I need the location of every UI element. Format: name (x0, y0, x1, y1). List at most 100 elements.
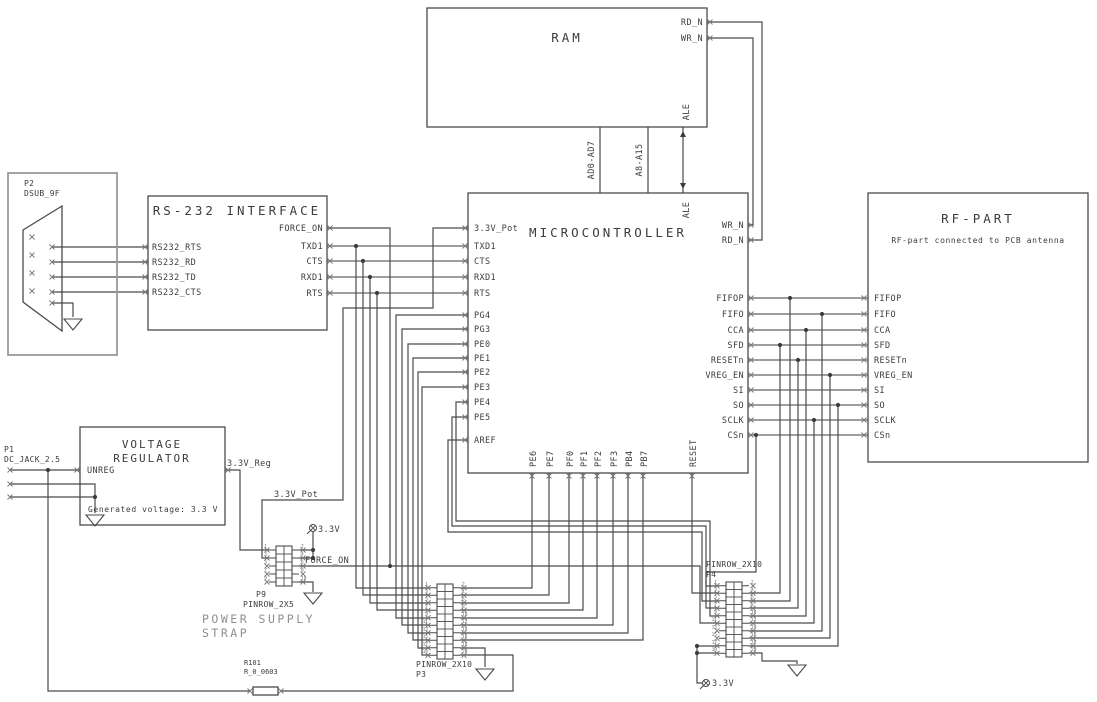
pin-x-mark (462, 243, 468, 249)
svg-text:11: 11 (712, 617, 718, 623)
pin-x-mark (462, 312, 468, 318)
pin-x-mark (748, 222, 754, 228)
rs232-pin-td-in: RS232_TD (152, 273, 196, 283)
power-flag-lead (699, 685, 704, 690)
ground-symbol (474, 668, 496, 681)
junction-dot (92, 494, 98, 500)
micro-pin-pe5: PE5 (474, 413, 491, 423)
pin-x-mark (610, 473, 616, 479)
wires (10, 21, 868, 692)
micro-pin-pf2: PF2 (594, 450, 604, 467)
pin-x-mark (748, 417, 754, 423)
micro-pin-pe4: PE4 (474, 398, 491, 408)
svg-text:7: 7 (714, 602, 717, 608)
wire-p1-pin2 (10, 483, 96, 497)
rf-pin-fifop: FIFOP (874, 294, 902, 304)
bus-label-ad0-ad7: AD0-AD7 (587, 141, 597, 180)
pin-x-mark (49, 300, 55, 306)
net-label-33v-pot: 3.3V_Pot (274, 490, 318, 500)
wire-sclk-p4 (749, 420, 815, 624)
pin-x-mark (462, 399, 468, 405)
pin-x-mark (278, 688, 284, 694)
p9-ref: P9 (256, 590, 266, 599)
svg-text:8: 8 (301, 568, 304, 574)
ground-symbol (84, 514, 106, 527)
pin-x-mark (462, 414, 468, 420)
pin-x-mark (462, 258, 468, 264)
micro-pin-sclk: SCLK (722, 416, 745, 426)
micro-pin-resetn: RESETn (711, 356, 744, 366)
pin-x-mark (327, 258, 333, 264)
micro-pin-fifo: FIFO (722, 310, 744, 320)
svg-text:1: 1 (264, 544, 267, 550)
pin-x-mark (247, 688, 253, 694)
pin-x-mark (640, 473, 646, 479)
svg-text:16: 16 (462, 634, 468, 640)
rf-part-block (867, 192, 1089, 463)
p9-type: PINROW_2X5 (243, 600, 294, 609)
junction-dot (777, 342, 783, 348)
svg-text:12: 12 (751, 617, 757, 623)
svg-text:4: 4 (751, 587, 754, 593)
svg-text:7: 7 (264, 568, 267, 574)
svg-text:19: 19 (712, 647, 718, 653)
wire-pf1 (460, 473, 584, 611)
svg-text:3: 3 (425, 589, 428, 595)
pin-x-mark (462, 369, 468, 375)
micro-pin-fifop: FIFOP (716, 294, 744, 304)
rs232-block (147, 195, 328, 331)
junction-dot (360, 258, 366, 264)
junction-dot (353, 243, 359, 249)
micro-pin-pg4: PG4 (474, 311, 491, 321)
pin-x-mark (748, 402, 754, 408)
svg-text:3: 3 (714, 587, 717, 593)
bus-label-a8-a15: A8-A15 (635, 143, 645, 176)
rf-pin-sclk: SCLK (874, 416, 897, 426)
pin-x-mark (29, 270, 35, 276)
svg-text:20: 20 (462, 649, 468, 655)
pin-x-mark (689, 473, 695, 479)
wire-p3-gnd (460, 647, 486, 667)
junction-dot (45, 467, 51, 473)
p2-ref: P2 (24, 179, 34, 188)
power-supply-strap-label-2: STRAP (202, 626, 249, 640)
micro-pin-sfd: SFD (727, 341, 744, 351)
wire-pf2 (460, 473, 598, 619)
micro-pin-csn: CSn (727, 431, 744, 441)
p3-type: PINROW_2X10 (416, 660, 472, 669)
rf-pin-fifo: FIFO (874, 310, 896, 320)
pin-x-mark (748, 237, 754, 243)
wire-rd-n (707, 21, 763, 241)
svg-text:8: 8 (462, 604, 465, 610)
rf-part-title: RF-PART (941, 211, 1015, 226)
pin-x-mark (748, 432, 754, 438)
wire-so-p4 (749, 405, 839, 647)
vreg-title-2: REGULATOR (113, 452, 191, 465)
svg-text:10: 10 (751, 609, 757, 615)
wire-p4-gnd (749, 652, 798, 664)
wire-fifo-p4 (749, 314, 823, 632)
rs232-pin-force-on: FORCE_ON (279, 224, 323, 234)
power-supply-strap-label-1: POWER SUPPLY (202, 612, 315, 626)
wire-pe2 (417, 371, 468, 649)
pin-x-mark (142, 244, 148, 250)
microcontroller-block (467, 192, 749, 474)
pin-x-mark (462, 326, 468, 332)
wire-pe3 (421, 386, 468, 656)
wire-cca-p4 (749, 330, 807, 617)
junction-dot (310, 547, 316, 553)
wire-txd1-p3 (355, 246, 430, 589)
pin-x-mark (29, 234, 35, 240)
svg-text:9: 9 (425, 611, 428, 617)
pin-x-mark (861, 402, 867, 408)
pin-x-mark (462, 355, 468, 361)
power-flag-icon (702, 679, 710, 687)
junction-dot (835, 402, 841, 408)
junction-dot (753, 432, 759, 438)
rs232-pin-txd1: TXD1 (301, 242, 323, 252)
wire-v33reg (225, 469, 269, 551)
